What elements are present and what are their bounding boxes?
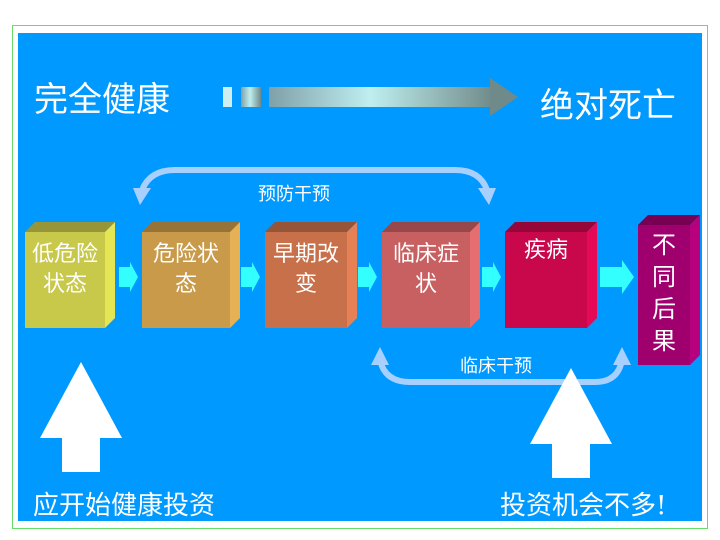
slide-frame [12, 25, 708, 529]
stage-box: 临床症状 [382, 222, 480, 328]
title-right: 绝对死亡 [540, 86, 676, 126]
arrowhead-icon [478, 188, 496, 205]
arrowhead-icon [371, 347, 389, 365]
stage-box: 低危险状态 [25, 222, 115, 328]
up-arrow-icon [40, 362, 122, 472]
stage-label: 低危险状态 [31, 242, 98, 297]
clinical-label: 临床干预 [460, 356, 532, 377]
arrowhead-icon [613, 347, 631, 365]
box-3d-faces [382, 222, 480, 328]
bottom-left-text: 应开始健康投资 [33, 491, 216, 521]
up-arrow-icon [530, 368, 612, 478]
stage-box: 早期改变 [265, 222, 357, 328]
box-3d-faces [25, 222, 115, 328]
box-3d-faces [505, 222, 597, 328]
box-3d-faces [142, 222, 240, 328]
box-3d-faces [638, 215, 700, 365]
stage-box: 不同后果 [638, 215, 700, 365]
clinical-curve-arrow [377, 359, 625, 385]
title-left: 完全健康 [34, 80, 170, 120]
stage-box: 危险状态 [142, 222, 240, 328]
stage-label: 不同后果 [652, 231, 676, 355]
prevention-label: 预防干预 [258, 184, 330, 205]
progress-arrow [223, 78, 518, 116]
stage-label: 危险状态 [152, 242, 219, 297]
arrowhead-icon [133, 188, 151, 205]
stage-label: 早期改变 [272, 242, 339, 297]
stage-box: 疾病 [505, 222, 597, 328]
stage-links [119, 260, 634, 294]
box-3d-faces [265, 222, 357, 328]
stage-label: 临床症状 [392, 242, 459, 297]
bottom-right-text: 投资机会不多! [500, 491, 667, 521]
prevention-curve-arrow [139, 167, 490, 192]
stage-label: 疾病 [523, 238, 568, 263]
